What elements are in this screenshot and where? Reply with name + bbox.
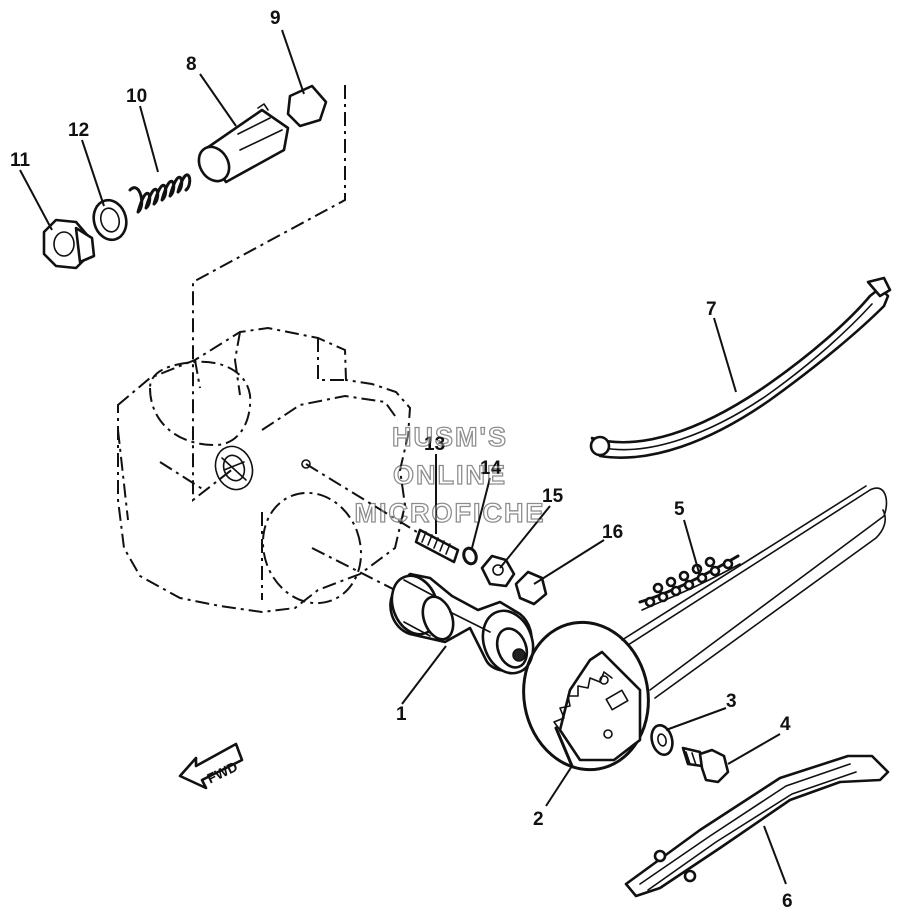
timing-chain-loop <box>621 485 888 699</box>
callout-9: 9 <box>270 8 281 29</box>
stud-bolt <box>414 528 460 564</box>
assembly-phantom-lines <box>192 85 431 591</box>
tensioner-gasket <box>92 198 128 242</box>
tensioner-rod <box>197 103 290 184</box>
chain-segment <box>638 554 741 611</box>
callout-7: 7 <box>706 299 717 320</box>
flange-nut <box>480 554 516 588</box>
watermark-line-3: MICROFICHE <box>355 498 546 528</box>
chain-guide <box>589 276 892 459</box>
forward-arrow: FWD <box>178 742 244 790</box>
callout-2: 2 <box>533 809 544 830</box>
callout-16: 16 <box>602 522 623 543</box>
watermark-line-1: HUSM'S <box>392 422 508 452</box>
callout-12: 12 <box>68 120 89 141</box>
tensioner-spring <box>128 173 192 214</box>
callout-8: 8 <box>186 54 197 75</box>
o-ring <box>462 546 478 566</box>
callout-5: 5 <box>674 499 685 520</box>
chain-tensioner-guide <box>624 754 890 898</box>
callout-6: 6 <box>782 891 793 912</box>
camshaft <box>389 572 535 675</box>
washer <box>650 723 674 757</box>
callout-4: 4 <box>780 714 791 735</box>
sprocket-bolt <box>681 746 730 784</box>
callout-3: 3 <box>726 691 737 712</box>
watermark-line-2: ONLINE <box>393 460 507 490</box>
cam-sprocket <box>522 620 650 772</box>
tensioner-plug <box>286 84 328 128</box>
watermark: HUSM'S ONLINE MICROFICHE <box>354 421 546 528</box>
callout-labels: 1 2 3 4 5 6 7 8 9 10 11 12 13 14 15 16 <box>10 8 793 912</box>
callout-leaders <box>19 29 787 885</box>
callout-14: 14 <box>480 458 502 479</box>
callout-13: 13 <box>424 434 445 455</box>
cylinder-head-outline <box>117 326 412 614</box>
callout-15: 15 <box>542 486 564 507</box>
cap-nut <box>514 570 548 606</box>
callout-11: 11 <box>10 150 31 171</box>
callout-1: 1 <box>396 704 407 725</box>
tensioner-cap-bolt <box>42 218 96 270</box>
callout-10: 10 <box>126 86 147 107</box>
